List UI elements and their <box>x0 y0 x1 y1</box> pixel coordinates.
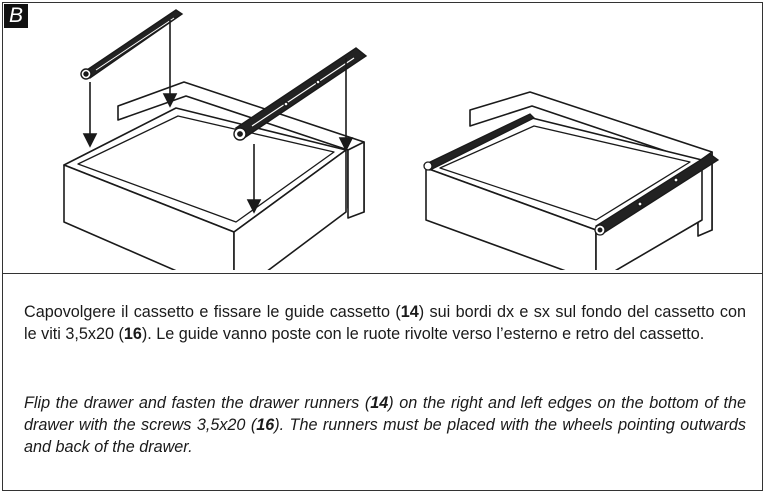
en-ref-screws: 16 <box>256 416 275 434</box>
it-text-part2: ) sui bordi dx e sx sul fondo del casset… <box>24 303 746 343</box>
it-ref-screws: 16 <box>123 325 142 343</box>
it-text-part1: Capovolgere il cassetto e fissare le gui… <box>24 303 401 321</box>
instruction-text-italian: Capovolgere il cassetto e fissare le gui… <box>24 301 746 345</box>
step-label: B <box>4 4 28 28</box>
it-ref-runners: 14 <box>400 303 419 321</box>
instruction-text-english: Flip the drawer and fasten the drawer ru… <box>24 392 746 458</box>
en-text-part2: ) on the right and left edges on the bot… <box>24 394 746 434</box>
it-text-part3: ). Le guide vanno poste con le ruote riv… <box>141 325 705 343</box>
section-divider <box>2 273 763 274</box>
en-text-part3: ). The runners must be placed with the w… <box>24 416 746 456</box>
en-text-part1: Flip the drawer and fasten the drawer ru… <box>24 394 371 412</box>
illustration-drawer-runners-installing <box>63 9 368 270</box>
illustration-drawer-runners-installed <box>423 91 720 270</box>
en-ref-runners: 14 <box>370 394 389 412</box>
